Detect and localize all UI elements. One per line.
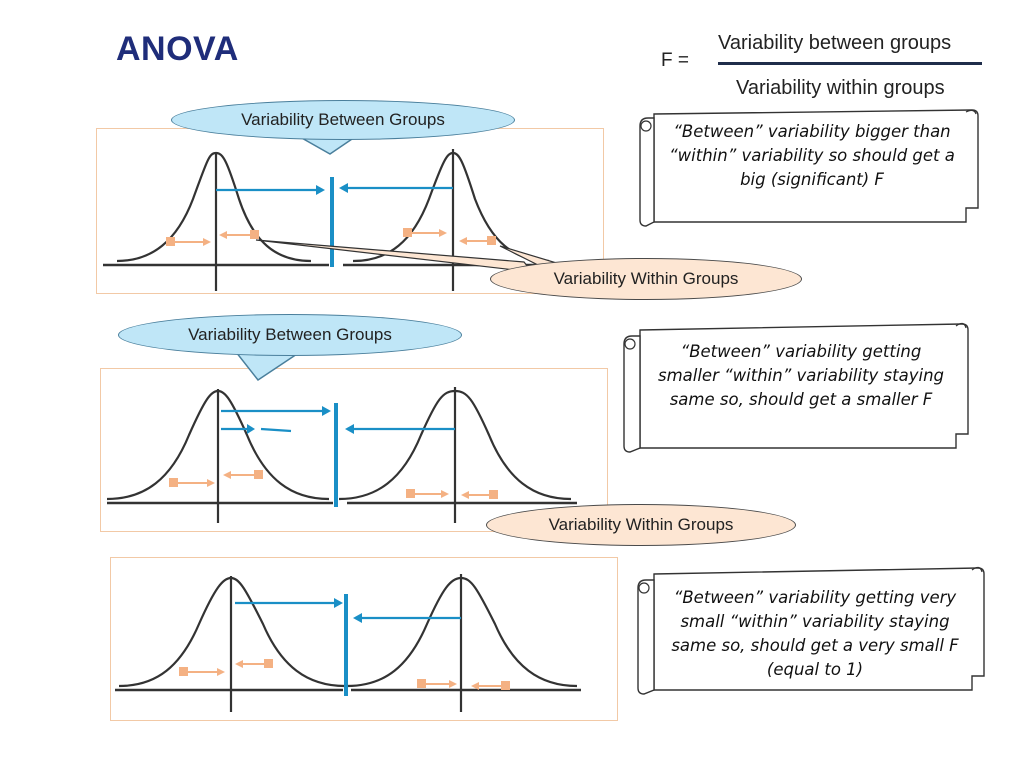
distribution-panel-2 [100, 368, 608, 532]
formula-numerator: Variability between groups [718, 32, 952, 54]
formula-lhs: F = [661, 50, 689, 71]
note-text-1: “Between” variability bigger than “withi… [669, 122, 955, 189]
note-text-3: “Between” variability getting very small… [671, 588, 959, 679]
note-scroll-2: “Between” variability getting smaller “w… [618, 318, 970, 454]
distribution-diagram-3 [115, 574, 581, 712]
note-text-2: “Between” variability getting smaller “w… [657, 342, 945, 409]
within-groups-callout-2: Variability Within Groups [486, 504, 796, 546]
distribution-panel-3 [110, 557, 618, 721]
curve-left [116, 151, 312, 263]
between-groups-callout-2: Variability Between Groups [118, 314, 462, 356]
note-scroll-3: “Between” variability getting very small… [632, 562, 986, 696]
note-scroll-1: “Between” variability bigger than “withi… [632, 104, 980, 228]
curve-right [352, 151, 550, 263]
formula-fraction-bar [718, 62, 982, 65]
distribution-diagram-2 [106, 387, 577, 523]
formula-denominator: Variability within groups [736, 77, 945, 99]
page-title: ANOVA [116, 30, 239, 68]
within-groups-callout-1: Variability Within Groups [490, 258, 802, 300]
between-groups-callout-1: Variability Between Groups [171, 100, 515, 140]
